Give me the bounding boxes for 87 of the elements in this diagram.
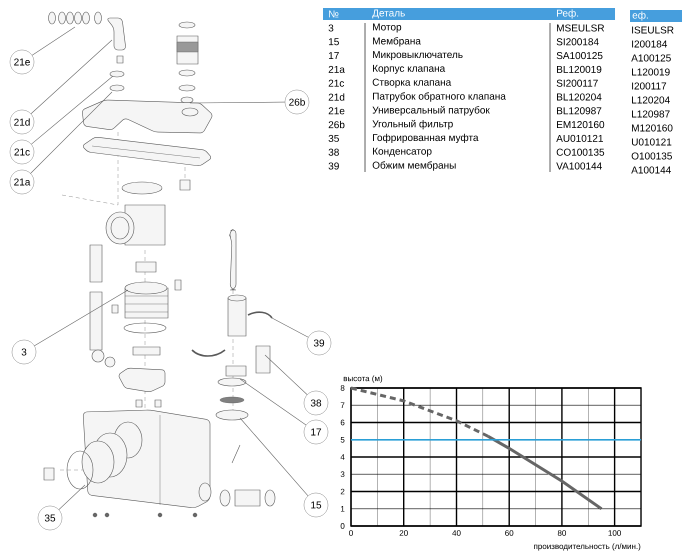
callout-number: 26b [284, 90, 310, 114]
axis-title: высота (м) [344, 375, 382, 383]
callout-number: 15 [304, 492, 328, 518]
table-cell: ISEULSR [632, 26, 674, 34]
tick-label: 3 [340, 471, 344, 478]
table-cell: Гофрированная муфта [373, 134, 478, 144]
column-header: № [329, 10, 338, 18]
callout-number: 21e [10, 50, 34, 74]
table-cell: SA100125 [556, 52, 602, 60]
table-cell: Патрубок обратного клапана [373, 92, 506, 102]
table-cell: 15 [328, 38, 339, 46]
leader-line [30, 40, 112, 114]
callout-number: 21d [10, 110, 34, 134]
callout-number: 21c [10, 140, 34, 164]
callout-number: 38 [304, 390, 328, 416]
table-cell: L120019 [632, 68, 670, 76]
leader-line [30, 92, 112, 174]
tick-label: 4 [340, 454, 345, 460]
tick-label: 20 [400, 530, 408, 536]
table-cell: 3 [328, 24, 334, 32]
table-cell: BL120204 [557, 93, 602, 101]
table-cell: 21a [328, 66, 345, 73]
table-cell: 26b [328, 120, 344, 128]
tick-label: 0 [340, 523, 344, 529]
table-cell: Мотор [373, 24, 402, 32]
table-cell: A100144 [631, 166, 671, 174]
table-cell: 21d [328, 93, 344, 101]
tick-label: 1 [340, 506, 344, 512]
table-cell: Обжим мембраны [372, 161, 456, 171]
tick-label: 80 [558, 530, 566, 536]
tick-label: 60 [505, 530, 514, 536]
table-cell: Универсальный патрубок [372, 106, 490, 116]
table-cell: Угольный фильтр [372, 120, 453, 130]
table-cell: BL120987 [557, 107, 602, 114]
tick-label: 2 [340, 488, 344, 494]
column-header: еф. [632, 11, 648, 21]
tick-label: 6 [340, 420, 344, 426]
column-header: Реф. [557, 9, 578, 19]
leader-line [34, 290, 128, 346]
tick-label: 7 [340, 402, 344, 408]
table-cell: L120204 [632, 96, 670, 104]
table-cell: Микровыключатель [373, 51, 463, 60]
table-cell: MSEULSR [557, 24, 604, 32]
table-cell: Мембрана [373, 37, 421, 46]
table-cell: U010121 [632, 138, 672, 146]
table-cell: 38 [328, 148, 339, 156]
leader-line [58, 484, 86, 510]
table-cell: Конденсатор [373, 148, 432, 157]
tick-label: 100 [608, 530, 621, 536]
table-cell: VA100144 [556, 162, 602, 170]
tick-label: 8 [340, 385, 344, 391]
table-cell: BL120019 [557, 66, 602, 73]
table-cell: L120987 [632, 110, 670, 118]
tick-label: 0 [349, 530, 353, 536]
leader-line [240, 418, 308, 496]
leader-line [31, 76, 114, 144]
table-cell: I200184 [632, 40, 668, 48]
table-cell: 21e [328, 107, 344, 114]
tick-label: 40 [452, 530, 461, 536]
axis-title: производительность (л/мин.) [534, 543, 640, 551]
table-cell: SI200184 [556, 38, 599, 46]
callout-number: 3 [12, 340, 36, 364]
table-cell: A100125 [631, 54, 671, 62]
table-cell: 39 [328, 162, 339, 170]
table-cell: 35 [328, 134, 339, 142]
callout-number: 21a [10, 170, 34, 194]
leader-line [272, 318, 309, 338]
table-cell: AU010121 [556, 134, 603, 142]
table-cell: CO100135 [556, 148, 604, 156]
column-header: Деталь [372, 10, 405, 18]
callout-number: 39 [306, 330, 332, 356]
leader-line [190, 102, 286, 104]
table-cell: 17 [328, 52, 339, 60]
table-cell: Корпус клапана [373, 64, 446, 74]
table-cell: I200117 [632, 82, 666, 90]
table-cell: Створка клапана [372, 78, 452, 88]
leader-line [240, 378, 306, 426]
table-cell: M120160 [632, 124, 673, 132]
table-cell: 21c [328, 80, 344, 87]
callout-number: 17 [304, 420, 328, 444]
callout-number: 35 [38, 506, 62, 530]
leader-line [32, 26, 76, 56]
table-cell: EM120160 [557, 121, 604, 128]
table-cell: O100135 [632, 152, 672, 160]
tick-label: 5 [340, 437, 344, 443]
table-cell: SI200117 [556, 80, 598, 87]
leader-line [264, 354, 308, 395]
